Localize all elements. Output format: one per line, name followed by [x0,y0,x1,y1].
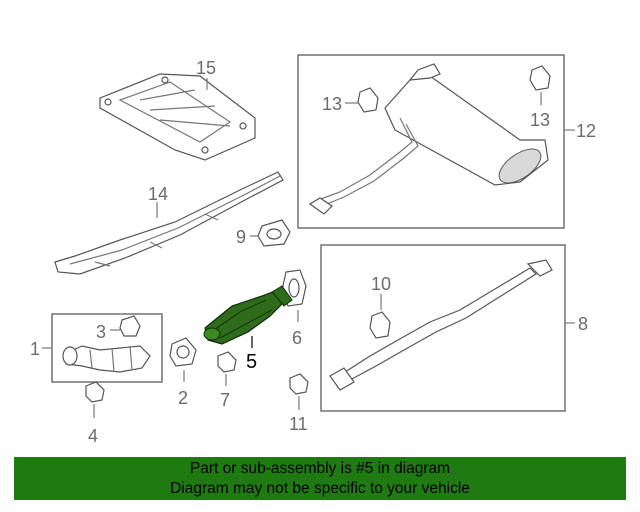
part-15-heat-shield [99,73,256,161]
callout-4: 4 [88,426,98,446]
callout-6: 6 [292,328,302,348]
part-2-gasket [169,337,197,367]
banner-line-1: Part or sub-assembly is #5 in diagram [189,460,451,477]
part-12-muffler [308,63,549,215]
callout-13a: 13 [322,94,342,114]
callout-15: 15 [196,58,216,78]
info-banner: Part or sub-assembly is #5 in diagram Di… [14,457,626,500]
part-3-hanger [119,315,141,337]
callout-14: 14 [148,184,168,204]
box-8 [320,244,566,412]
banner-line-2: Diagram may not be specific to your vehi… [170,480,470,497]
part-14-heat-shield [54,171,284,275]
part-8-center-pipe [329,259,553,391]
callout-1: 1 [30,339,40,359]
part-9-gasket [257,219,291,247]
callout-5: 5 [246,351,257,373]
part-13-hanger-left [357,87,379,113]
callout-2: 2 [178,388,188,408]
callout-11: 11 [289,414,308,434]
callout-7: 7 [220,390,230,410]
exhaust-parts-diagram: 15 14 12 13 13 9 8 [30,54,596,446]
part-1-front-pipe [62,345,151,373]
part-4-nut [85,381,105,403]
part-5-catalytic-converter [203,285,293,345]
callout-13b: 13 [530,110,550,130]
callout-10: 10 [371,274,391,294]
callout-12: 12 [576,121,596,141]
part-7-nut [217,351,237,373]
callout-9: 9 [236,227,246,247]
callout-3: 3 [96,322,106,342]
part-13-hanger-right [529,65,551,91]
part-10-hanger [369,311,391,339]
callout-8: 8 [578,314,588,334]
box-12 [297,54,565,229]
part-11-nut [289,373,309,395]
